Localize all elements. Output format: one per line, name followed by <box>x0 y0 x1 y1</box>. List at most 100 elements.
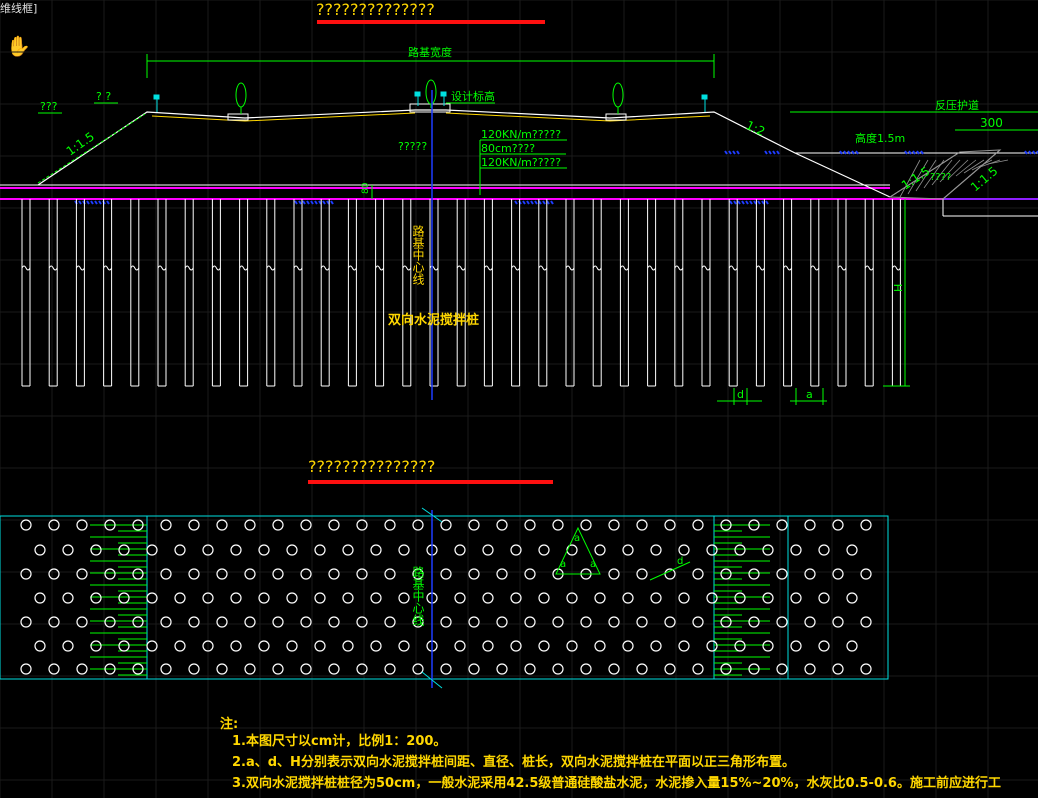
pile-circle <box>468 519 480 531</box>
pile-circle <box>34 544 46 556</box>
pile-circle <box>300 616 312 628</box>
blue-marker <box>330 200 334 205</box>
blue-marker <box>78 200 82 205</box>
blue-marker <box>94 200 98 205</box>
pile-circle <box>776 663 788 675</box>
berm-width-label: 300 <box>980 116 1003 130</box>
pile-break <box>755 265 765 271</box>
pile-break <box>592 265 602 271</box>
plan-title: ??????????????? <box>308 457 435 476</box>
pile-circle <box>832 663 844 675</box>
pile-circle <box>328 663 340 675</box>
pile-circle <box>216 568 228 580</box>
pan-hand-icon[interactable]: ✋ <box>6 34 31 58</box>
pile-circle <box>62 592 74 604</box>
pile-circle <box>804 616 816 628</box>
pile-break <box>783 265 793 271</box>
pile-circle <box>314 592 326 604</box>
section-title-underline <box>317 20 545 24</box>
pile-circle <box>230 592 242 604</box>
pile-circle <box>272 568 284 580</box>
pile-circle <box>818 640 830 652</box>
blue-marker <box>90 200 94 205</box>
pile-circle <box>636 568 648 580</box>
left-q1-label: ??? <box>40 100 58 113</box>
pile-circle <box>468 616 480 628</box>
pile-circle <box>622 640 634 652</box>
shoulder-box-left <box>227 113 249 121</box>
pile-type-label: 双向水泥搅拌桩 <box>388 312 479 328</box>
pile-circle <box>146 640 158 652</box>
triangle-side-top-label: a <box>574 533 580 544</box>
pile-circle <box>356 663 368 675</box>
blue-marker <box>294 200 298 205</box>
pile-circle <box>664 568 676 580</box>
plan-slope-hatch-right <box>714 524 770 676</box>
viewport-label[interactable]: 维线框] <box>0 2 38 15</box>
street-lamp-icon-center <box>414 91 447 106</box>
pile-circle <box>132 519 144 531</box>
pile-circle <box>20 519 32 531</box>
pile-circle <box>300 568 312 580</box>
pile-circle <box>384 663 396 675</box>
pile-circle <box>678 544 690 556</box>
blue-marker <box>765 200 769 205</box>
pile-circle <box>734 640 746 652</box>
pile-circle <box>818 592 830 604</box>
blue-marker <box>298 200 302 205</box>
pile-circle <box>356 616 368 628</box>
blue-marker <box>1036 150 1038 155</box>
berm-label: 反压护道 <box>935 98 979 112</box>
blue-marker <box>749 200 753 205</box>
pile-circle <box>118 640 130 652</box>
pile-circle <box>454 544 466 556</box>
pile-circle <box>846 544 858 556</box>
pile-circle <box>580 616 592 628</box>
pile-circle <box>552 663 564 675</box>
pile-break <box>647 265 657 271</box>
blue-marker <box>851 150 855 155</box>
left-q2-label: ? ? <box>96 90 111 103</box>
pile-circle <box>832 568 844 580</box>
pile-circle <box>314 640 326 652</box>
blue-marker <box>908 150 912 155</box>
pile-circle <box>286 592 298 604</box>
pile-circle <box>650 544 662 556</box>
plan-view: ??????????????? 路基中心线 a a a d <box>0 457 889 689</box>
pile-circle <box>384 568 396 580</box>
pile-circle <box>636 519 648 531</box>
pile-circle <box>678 592 690 604</box>
pile-circle <box>174 640 186 652</box>
pile-break <box>103 265 113 271</box>
pile-circle <box>776 568 788 580</box>
pile-circle <box>132 616 144 628</box>
pile-circle <box>706 544 718 556</box>
pile-circle <box>258 592 270 604</box>
pile-circle <box>846 592 858 604</box>
pile-circle <box>496 568 508 580</box>
pile-break <box>674 265 684 271</box>
blue-marker <box>745 200 749 205</box>
pile-circle <box>328 519 340 531</box>
pile-circle <box>104 663 116 675</box>
blue-marker <box>724 150 728 155</box>
pile-circle <box>34 640 46 652</box>
pile-circle <box>580 663 592 675</box>
blue-marker <box>768 150 772 155</box>
pavement-layers <box>151 112 416 122</box>
pile-circle <box>160 568 172 580</box>
pile-circle <box>90 544 102 556</box>
pile-circle <box>650 592 662 604</box>
pile-circle <box>76 519 88 531</box>
pile-circle <box>48 663 60 675</box>
pile-circle <box>454 592 466 604</box>
plan-diameter-label: d <box>677 556 683 567</box>
pile-circle <box>174 592 186 604</box>
pile-circle <box>496 616 508 628</box>
pile-circle <box>258 640 270 652</box>
hatch-line <box>923 159 945 189</box>
blue-marker <box>526 200 530 205</box>
pile-circle <box>146 592 158 604</box>
pile-circle <box>188 519 200 531</box>
